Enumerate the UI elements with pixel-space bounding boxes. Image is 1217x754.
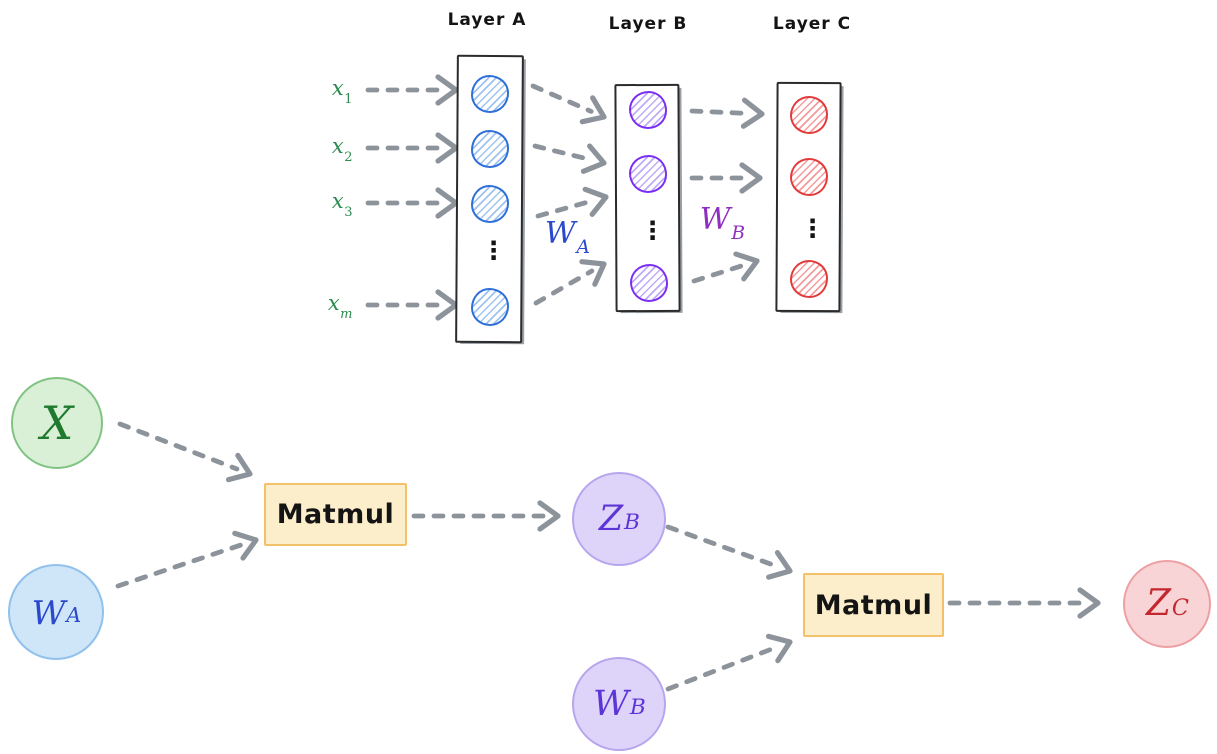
weight-b-label: WB xyxy=(699,202,745,245)
layer-c-neuron xyxy=(790,96,828,134)
layer-b-title: Layer B xyxy=(608,14,688,34)
input-label-x3: x3 xyxy=(331,189,353,220)
layer-c-neuron xyxy=(790,260,828,298)
layer-a-neuron xyxy=(471,185,509,223)
matmul-2-box: Matmul xyxy=(803,573,944,637)
node-x: X xyxy=(11,377,103,469)
layer-b-ellipsis: ⋮ xyxy=(640,216,665,245)
layer-b-neuron xyxy=(629,155,667,193)
layer-c-ellipsis: ⋮ xyxy=(800,214,825,243)
layer-a-neuron xyxy=(471,75,509,113)
layer-a-title: Layer A xyxy=(447,10,527,30)
matmul-1-box: Matmul xyxy=(264,483,407,546)
layer-a-ellipsis: ⋮ xyxy=(481,236,506,265)
layer-c-neuron xyxy=(790,158,828,196)
layer-b-neuron xyxy=(629,91,667,129)
weight-a-label: WA xyxy=(544,216,590,259)
input-label-x2: x2 xyxy=(331,134,353,165)
layer-b-neuron xyxy=(630,264,668,302)
layer-a-neuron xyxy=(471,288,509,326)
layer-a-neuron xyxy=(471,130,509,168)
input-label-xm: xm xyxy=(327,291,353,322)
input-label-x1: x1 xyxy=(331,76,353,107)
layer-c-title: Layer C xyxy=(772,14,852,34)
